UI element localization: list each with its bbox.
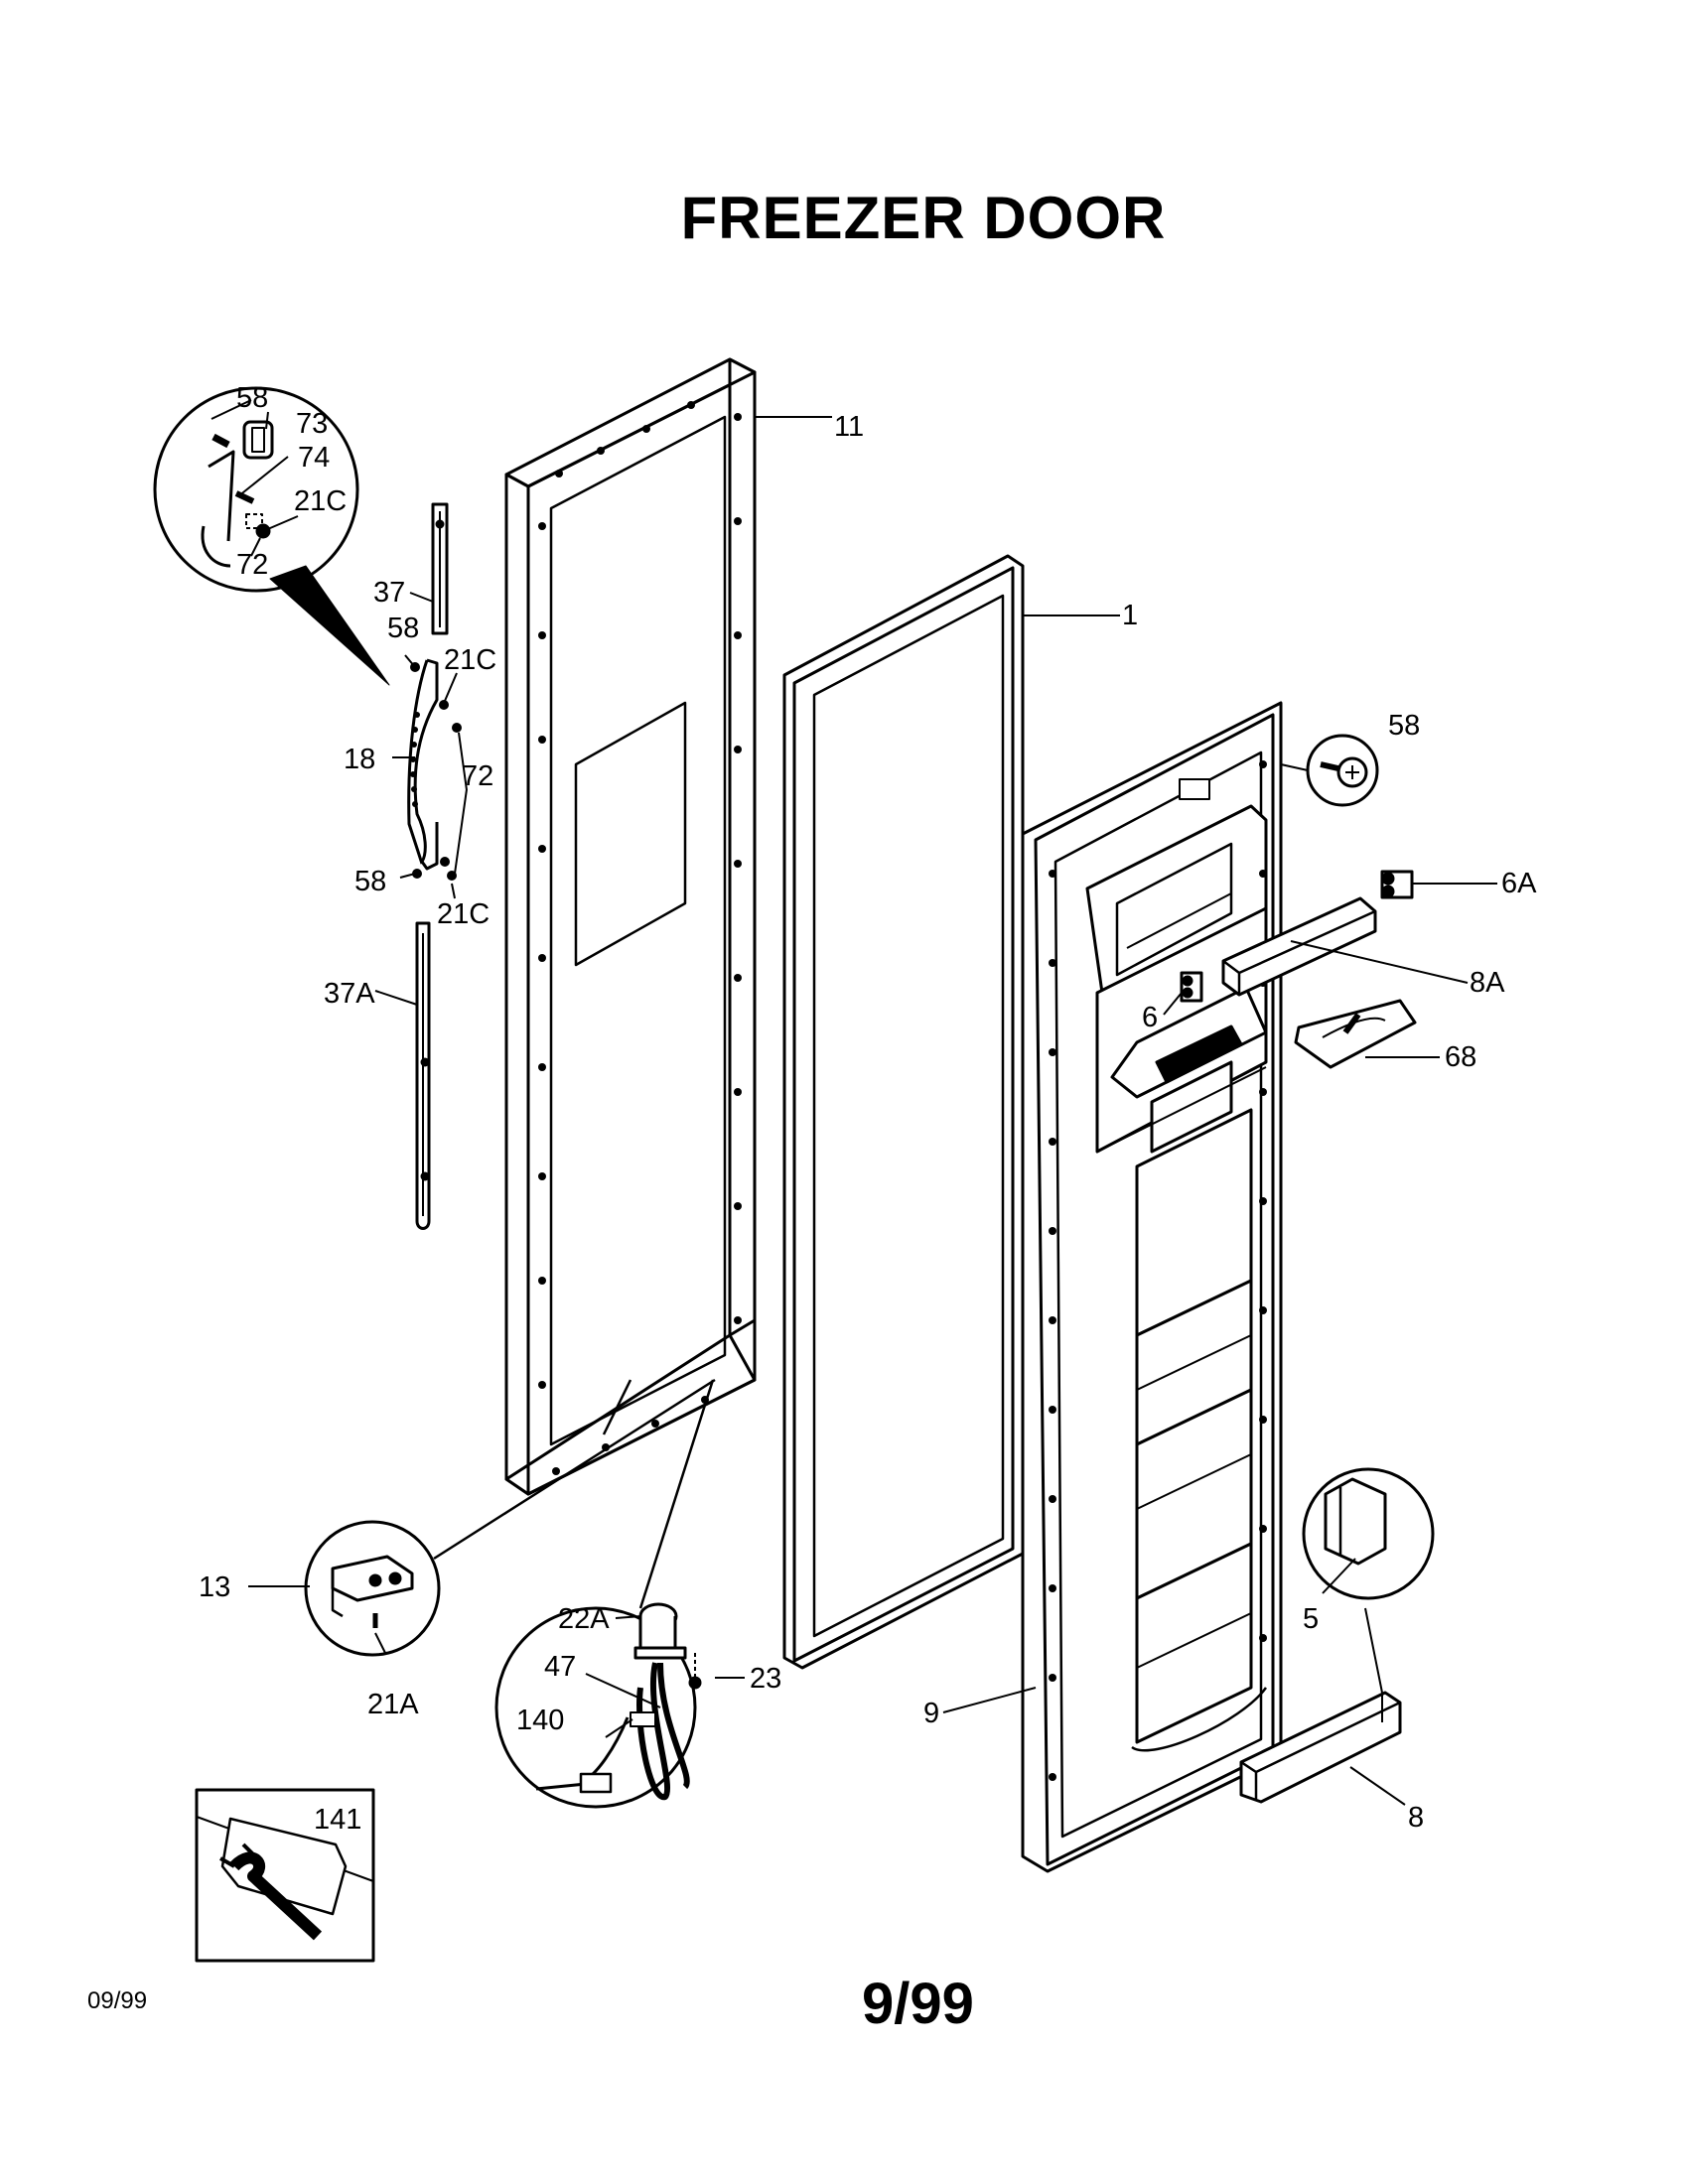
leader-37: [409, 592, 434, 603]
leader-6: [1163, 992, 1183, 1016]
shelf-clip-5-detail: [1302, 1467, 1435, 1600]
door-gasket: [782, 554, 1025, 1670]
callout-13: 13: [199, 1571, 230, 1603]
detail-pointer-wedge: [269, 565, 390, 686]
dispenser-cup-68: [1294, 999, 1417, 1069]
callout-8: 8: [1408, 1802, 1424, 1834]
callout-18: 18: [344, 744, 375, 775]
title-text: FREEZER DOOR: [680, 185, 1167, 251]
shelf-bar-8: [1239, 1691, 1402, 1804]
wiring-connector: [638, 1379, 715, 1609]
wiring-leaders: [585, 1615, 745, 1738]
handle-trim-37a: [415, 921, 431, 1230]
hinge-13-connector: [433, 1378, 716, 1561]
door-outer-panel: [504, 357, 757, 1496]
callout-22a: 22A: [558, 1603, 610, 1635]
callout-21c-a: 21C: [294, 485, 347, 517]
callout-68: 68: [1445, 1041, 1476, 1073]
handle-trim-37: [431, 502, 449, 635]
callout-21c-c: 21C: [437, 898, 490, 930]
leader-37a: [374, 990, 418, 1006]
hinge-13-detail: [304, 1520, 441, 1657]
callout-21c-b: 21C: [444, 644, 496, 676]
leader-5: [1322, 1558, 1356, 1594]
liner-screw-holes: [1049, 760, 1267, 1781]
callout-37: 37: [373, 577, 405, 609]
leader-9: [942, 1687, 1037, 1713]
footer-date-left: 09/99: [87, 1987, 148, 2014]
callout-58c: 58: [354, 866, 386, 897]
hinge-detail-circle: [153, 386, 359, 593]
handle-screws: [410, 662, 462, 881]
callout-58b: 58: [387, 613, 419, 644]
callout-6: 6: [1142, 1002, 1158, 1033]
callout-72-a: 72: [236, 549, 268, 581]
callout-58d: 58: [1388, 710, 1420, 742]
bracket-6a: [1380, 870, 1414, 899]
callout-6a: 6A: [1501, 868, 1537, 899]
callout-58a: 58: [236, 382, 268, 414]
leader-8a: [1290, 940, 1469, 984]
door-panel-screw-holes: [538, 401, 742, 1475]
callout-37a: 37A: [324, 978, 375, 1010]
screw-58-detail: [1306, 734, 1379, 807]
callout-141: 141: [314, 1804, 361, 1836]
rail-8a: [1221, 896, 1377, 997]
callout-47: 47: [544, 1651, 576, 1683]
callout-140: 140: [516, 1705, 564, 1736]
callout-73: 73: [296, 408, 328, 440]
door-inner-liner: [1021, 701, 1283, 1873]
leader-13: [248, 1585, 386, 1654]
leader-58d: [1280, 763, 1309, 771]
callout-74: 74: [298, 442, 330, 474]
clip-6: [1180, 971, 1203, 1003]
door-handle-18: [407, 658, 439, 871]
callout-11: 11: [834, 411, 864, 443]
page-title: FREEZER DOOR: [0, 184, 1684, 252]
wiring-detail-circle: [494, 1602, 702, 1809]
leader-8: [1349, 1607, 1406, 1806]
callout-23: 23: [750, 1663, 781, 1695]
handle-screw-leaders: [399, 654, 468, 899]
callout-21a: 21A: [367, 1689, 419, 1720]
callout-5: 5: [1303, 1603, 1319, 1635]
footer-page-date: 9/99: [862, 1972, 974, 2036]
callout-9: 9: [923, 1698, 939, 1729]
kit-141-box: [195, 1788, 375, 1963]
callout-1: 1: [1122, 600, 1138, 631]
callout-8a: 8A: [1470, 967, 1505, 999]
callout-72-b: 72: [462, 760, 493, 792]
